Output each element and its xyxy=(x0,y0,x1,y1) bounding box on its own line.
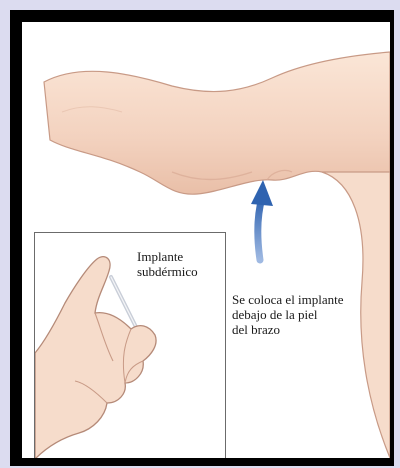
inset-implant-detail: Implante subdérmico xyxy=(34,232,226,458)
placement-label: Se coloca el implante debajo de la piel … xyxy=(232,292,382,337)
hand xyxy=(35,257,156,458)
illustration-panel: Implante subdérmico Se coloca el implant… xyxy=(22,22,390,458)
implant-label: Implante subdérmico xyxy=(137,249,217,279)
up-arrow-icon xyxy=(251,180,273,260)
